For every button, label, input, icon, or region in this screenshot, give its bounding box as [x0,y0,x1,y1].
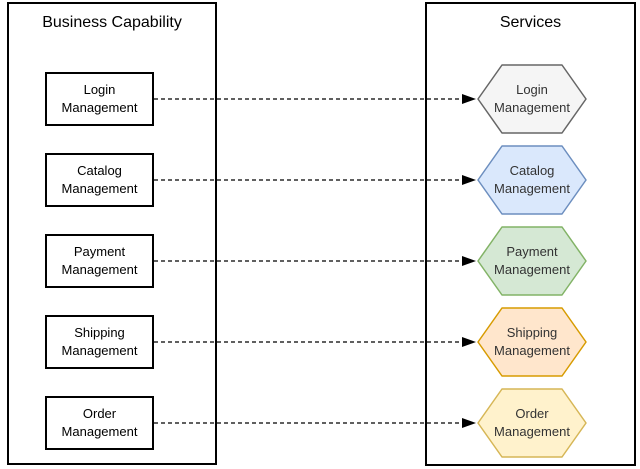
connector-arrow-order [154,418,476,428]
capability-box-catalog: Catalog Management [45,153,154,207]
capability-box-shipping: Shipping Management [45,315,154,369]
capability-label-line1: Shipping [74,325,125,340]
service-hexagon-login: Login Management [477,64,587,134]
connector-arrow-login [154,94,476,104]
capability-label-line2: Management [61,181,138,196]
hexagon-shape [477,226,587,296]
service-hexagon-shipping: Shipping Management [477,307,587,377]
connector-arrow-payment [154,256,476,266]
connector-arrow-catalog [154,175,476,185]
hexagon-shape [477,64,587,134]
capability-label-line1: Catalog [77,163,122,178]
capability-box-login: Login Management [45,72,154,126]
capability-box-order: Order Management [45,396,154,450]
capability-label-line2: Management [61,100,138,115]
capability-label-line2: Management [61,343,138,358]
capability-label-line2: Management [61,424,138,439]
capability-label-line1: Login [83,82,116,97]
service-hexagon-payment: Payment Management [477,226,587,296]
connector-arrow-shipping [154,337,476,347]
capability-label-line2: Management [61,262,138,277]
hexagon-shape [477,307,587,377]
service-hexagon-catalog: Catalog Management [477,145,587,215]
business-capability-title: Business Capability [42,14,182,31]
capability-label-line1: Order [82,406,117,421]
capability-label-line1: Payment [73,244,126,259]
hexagon-shape [477,145,587,215]
hexagon-shape [477,388,587,458]
capability-box-payment: Payment Management [45,234,154,288]
services-title: Services [499,14,562,31]
service-hexagon-order: Order Management [477,388,587,458]
